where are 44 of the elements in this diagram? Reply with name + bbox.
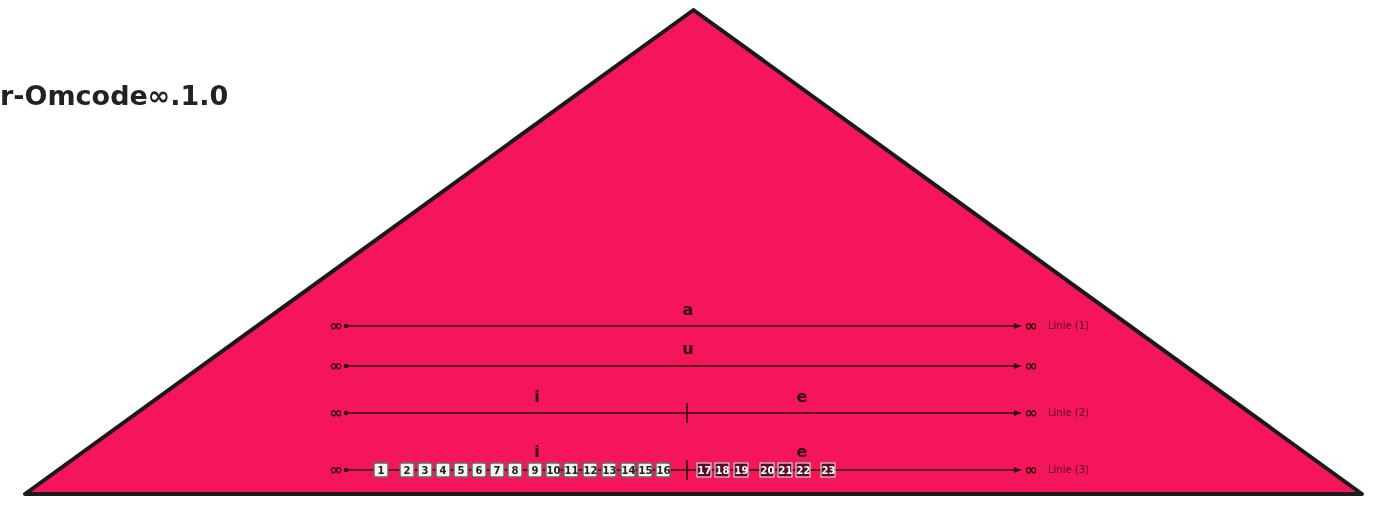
infinity-sign: ∞	[1022, 462, 1040, 478]
number-box: 10	[545, 462, 561, 478]
number-box: 14	[620, 462, 636, 478]
number-box: 3	[417, 462, 433, 478]
infinity-sign: ∞	[1022, 358, 1040, 374]
number-box: 19	[733, 462, 749, 478]
number-box: 20	[759, 462, 775, 478]
letter: i	[534, 444, 540, 460]
arrow	[343, 410, 1022, 416]
infinity-sign: ∞	[327, 405, 345, 421]
number-box: 17	[696, 462, 712, 478]
number-box: 15	[637, 462, 653, 478]
letter: i	[534, 389, 540, 405]
number-box: 22	[795, 462, 811, 478]
number-box: 6	[471, 462, 487, 478]
number-box: 2	[399, 462, 415, 478]
letter: a	[682, 302, 694, 318]
infinity-sign: ∞	[327, 462, 345, 478]
number-box: 18	[714, 462, 730, 478]
letter: e	[796, 389, 808, 405]
number-box: 4	[435, 462, 451, 478]
infinity-sign: ∞	[327, 318, 345, 334]
arrow	[343, 323, 1022, 329]
title: r-Omcode∞.1.0	[0, 80, 229, 111]
letter: e	[796, 444, 808, 460]
number-box: 23	[820, 462, 836, 478]
line-label: Linie (1)	[1048, 320, 1089, 332]
number-box: 11	[563, 462, 579, 478]
infinity-sign: ∞	[327, 358, 345, 374]
line-label: Linie (3)	[1048, 464, 1089, 476]
number-box: 21	[777, 462, 793, 478]
number-box: 8	[507, 462, 523, 478]
arrow	[343, 363, 1022, 369]
number-box: 12	[582, 462, 598, 478]
number-box: 5	[453, 462, 469, 478]
letter: u	[682, 341, 694, 357]
infinity-sign: ∞	[1022, 405, 1040, 421]
number-box: 7	[489, 462, 505, 478]
number-box: 13	[601, 462, 617, 478]
line-label: Linie (2)	[1048, 407, 1089, 419]
number-box: 1	[373, 462, 389, 478]
number-box: 16	[655, 462, 671, 478]
infinity-sign: ∞	[1022, 318, 1040, 334]
number-box: 9	[527, 462, 543, 478]
